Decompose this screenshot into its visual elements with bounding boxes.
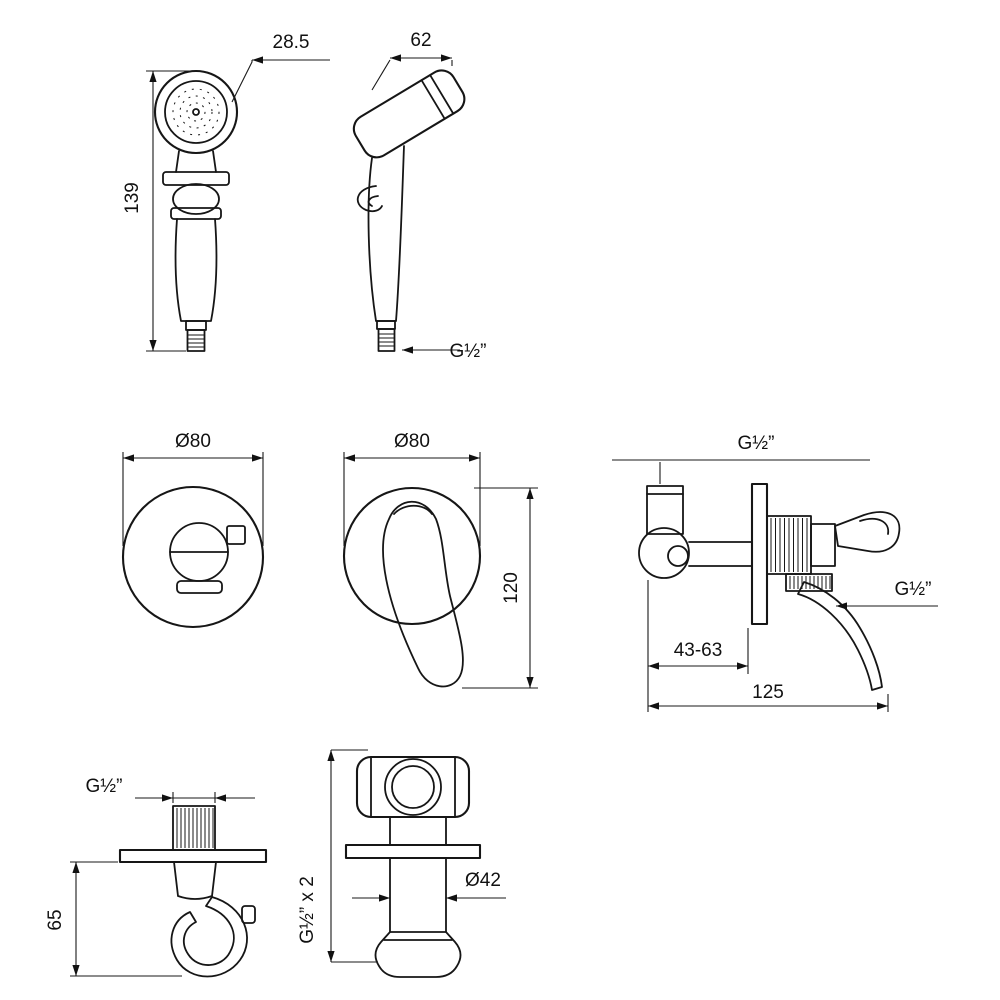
dim-head-offset-label: 28.5 (273, 32, 310, 53)
dim-mounting-depth-label: 43-63 (674, 640, 723, 661)
dim-outlet-thread-label: G½” (895, 579, 932, 600)
dim-lever-diameter-label: Ø80 (394, 431, 430, 452)
dim-escutcheon-lever-diameter: Ø80 (343, 431, 481, 546)
dim-mixer-outlet-thread: G½” (836, 579, 938, 610)
dim-union-threads-label: G½” x 2 (297, 876, 318, 944)
dim-handshower-length: 139 (122, 70, 196, 352)
dim-handshower-thread: G½” (402, 341, 486, 362)
dim-mixer-inlet-thread: G½” (612, 433, 870, 484)
dim-lever-height: 120 (462, 487, 538, 689)
dim-union-threads: G½” x 2 (297, 749, 378, 963)
handshower-front-outline (153, 69, 239, 352)
dim-lever-height-label: 120 (501, 572, 522, 604)
dim-mixer-total-width: 125 (648, 682, 889, 712)
dim-holder-thread: G½” (86, 776, 255, 803)
view-handshower-front: 28.5 139 (122, 32, 330, 352)
dim-knob-diameter-label: Ø80 (175, 431, 211, 452)
escutcheon-lever-outline (342, 486, 482, 688)
dim-holder-height-label: 65 (45, 909, 66, 930)
dim-mixer-mounting-depth: 43-63 (647, 580, 749, 712)
dim-escutcheon-knob-diameter: Ø80 (122, 431, 264, 546)
dim-union-diameter: Ø42 (352, 870, 506, 902)
view-escutcheon-lever: Ø80 120 (342, 431, 538, 689)
handshower-side-outline (352, 69, 466, 352)
dim-handshower-head-offset: 28.5 (231, 32, 330, 103)
dim-inlet-thread-label: G½” (738, 433, 775, 454)
wall-holder-outline (118, 805, 268, 978)
view-mixer-side: G½” G½” 43-63 125 (612, 433, 938, 712)
dim-total-width-label: 125 (752, 682, 784, 703)
dim-connection-thread-label: G½” (450, 341, 487, 362)
dim-holder-thread-label: G½” (86, 776, 123, 797)
escutcheon-knob-outline (121, 485, 265, 629)
dim-length-label: 139 (122, 182, 143, 214)
dim-head-width-label: 62 (410, 30, 431, 51)
view-escutcheon-knob: Ø80 (121, 431, 265, 629)
view-handshower-side: 62 G½” (352, 30, 486, 362)
dim-union-diameter-label: Ø42 (465, 870, 501, 891)
dim-handshower-head-width: 62 (371, 30, 453, 91)
view-wall-holder: G½” 65 (45, 776, 268, 978)
dim-holder-height: 65 (45, 861, 182, 977)
view-wall-union: Ø42 G½” x 2 (297, 749, 506, 978)
wall-union-outline (344, 755, 482, 978)
